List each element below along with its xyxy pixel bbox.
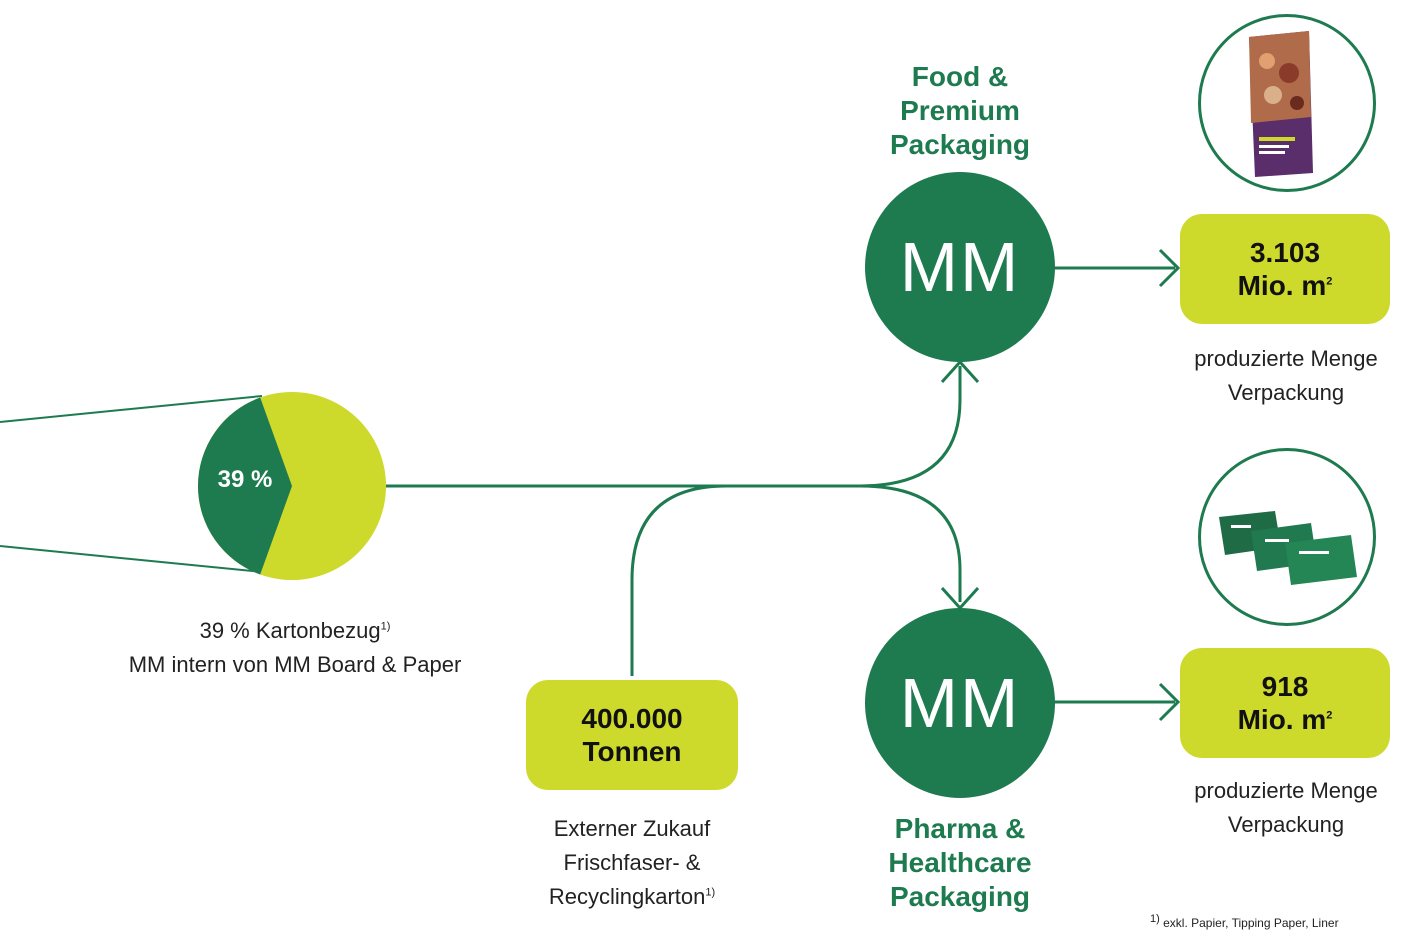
pie-caption-line1: 39 % Kartonbezug (199, 618, 381, 643)
food-caption-line1: produzierte Menge (1194, 346, 1378, 371)
external-unit: Tonnen (582, 736, 682, 767)
external-value-box: 400.000 Tonnen (526, 680, 738, 790)
pharma-caption: produzierte Menge Verpackung (1170, 774, 1402, 842)
pharma-mm-logo: MM (865, 608, 1055, 798)
pharma-boxes-icon (1219, 511, 1357, 585)
pharma-unit: Mio. m (1237, 704, 1327, 735)
pie-share-label: 39 % (217, 466, 273, 493)
food-unit-sup: 2 (1326, 275, 1333, 288)
food-caption-line2: Verpackung (1227, 380, 1345, 405)
pie-caption: 39 % Kartonbezug1) MM intern von MM Boar… (100, 614, 490, 682)
food-value: 3.103 (1249, 237, 1321, 268)
footnote: 1) exkl. Papier, Tipping Paper, Liner (1150, 913, 1339, 931)
arrow-right-icon (1158, 682, 1181, 722)
pie-share-slice (197, 397, 292, 575)
food-product-image (1198, 14, 1376, 192)
pie-caption-line2: MM intern von MM Board & Paper (128, 652, 462, 677)
arrow-up-icon (940, 359, 980, 384)
pharma-unit-wrap: Mio. m2 (1238, 703, 1333, 736)
pie-chart (197, 392, 386, 580)
external-value: 400.000 (581, 703, 683, 734)
external-feed-line (630, 484, 727, 676)
external-caption-line2: Frischfaser- & (563, 850, 701, 875)
pharma-product-image (1198, 448, 1376, 626)
external-caption-line3: Recyclingkarton (548, 884, 706, 909)
funnel-line-bottom (0, 545, 263, 573)
pharma-value: 918 (1261, 671, 1309, 702)
arrow-right-icon (1158, 248, 1181, 288)
pharma-value-box: 918 Mio. m2 (1180, 648, 1390, 758)
cereal-box-icon (1249, 31, 1313, 177)
food-unit: Mio. m (1237, 270, 1327, 301)
pharma-caption-line2: Verpackung (1227, 812, 1345, 837)
external-caption: Externer Zukauf Frischfaser- & Recycling… (512, 812, 752, 914)
external-caption-line1: Externer Zukauf (553, 816, 711, 841)
funnel-line-top (0, 395, 263, 423)
pharma-unit-sup: 2 (1326, 709, 1333, 722)
footnote-text: exkl. Papier, Tipping Paper, Liner (1163, 916, 1339, 930)
food-title: Food & Premium Packaging (889, 61, 1031, 160)
food-value-box: 3.103 Mio. m2 (1180, 214, 1390, 324)
footnote-marker: 1) (705, 886, 716, 899)
branch-food-line (859, 366, 962, 488)
branch-pharma-line (859, 484, 962, 602)
food-caption: produzierte Menge Verpackung (1170, 342, 1402, 410)
food-mm-logo: MM (865, 172, 1055, 362)
pharma-caption-line1: produzierte Menge (1194, 778, 1378, 803)
pharma-title: Pharma & Healthcare Packaging (888, 813, 1032, 912)
food-unit-wrap: Mio. m2 (1238, 269, 1333, 302)
footnote-marker: 1) (380, 620, 391, 633)
footnote-marker: 1) (1150, 913, 1160, 925)
